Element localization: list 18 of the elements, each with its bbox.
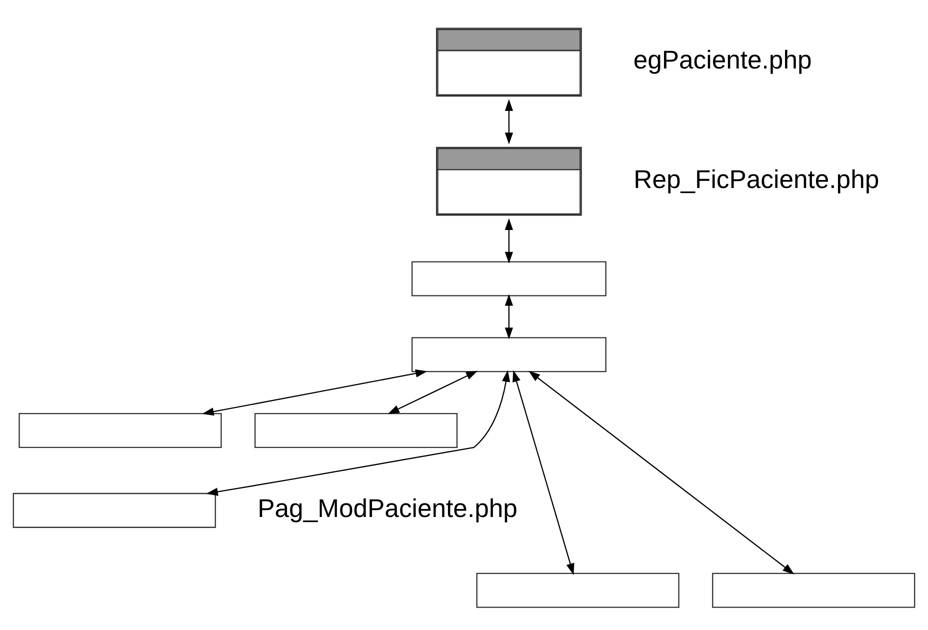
label: Rep_FicPaciente.php (634, 165, 880, 194)
node-box (411, 336, 606, 372)
node-box (18, 412, 222, 448)
label: egPaciente.php (633, 46, 812, 74)
node-box (12, 492, 216, 528)
arrow (504, 98, 514, 144)
node-box (254, 412, 458, 448)
node-box (411, 260, 606, 296)
arrow (528, 370, 794, 574)
arrow (206, 370, 510, 496)
node-box (712, 572, 916, 608)
node-box (476, 572, 680, 608)
arrow (512, 370, 574, 575)
label: Pag_ModPaciente.php (258, 494, 518, 522)
arrow (504, 218, 514, 264)
arrow (388, 370, 478, 414)
arrow (504, 294, 514, 339)
arrow (202, 368, 428, 416)
